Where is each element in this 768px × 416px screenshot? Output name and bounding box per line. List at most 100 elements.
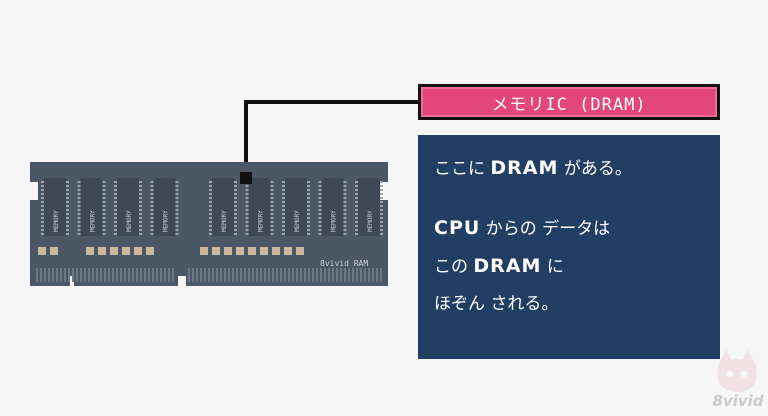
chip-pin	[355, 213, 358, 215]
info-spacer	[434, 187, 704, 209]
chip-pin	[209, 189, 212, 191]
chip-pin	[114, 225, 117, 227]
info-keyword: DRAM	[473, 255, 542, 277]
edge-pin	[244, 268, 246, 282]
chip-pin	[318, 209, 322, 211]
chip-pin	[270, 185, 274, 187]
chip-pin	[102, 185, 106, 187]
info-text: からの データは	[480, 219, 611, 239]
chip-pin	[307, 189, 310, 191]
edge-pin	[216, 268, 218, 282]
edge-pin	[52, 268, 54, 282]
edge-pin	[36, 268, 38, 282]
memory-chip	[44, 178, 66, 236]
ram-key-notch	[178, 276, 186, 286]
chip-pin	[102, 213, 106, 215]
chip-pin	[318, 205, 322, 207]
chip-pin	[66, 217, 69, 219]
chip-pin	[150, 205, 154, 207]
edge-pin	[116, 268, 118, 282]
callout-anchor-dot	[240, 172, 252, 184]
chip-pin	[41, 217, 44, 219]
smd-component	[224, 247, 232, 255]
chip-pin	[150, 233, 154, 235]
smd-component	[248, 247, 256, 255]
chip-pin	[139, 209, 142, 211]
chip-pin	[245, 225, 249, 227]
chip-pin	[66, 185, 69, 187]
chip-pin	[307, 185, 310, 187]
chip-pin	[318, 217, 322, 219]
info-keyword: CPU	[434, 217, 481, 239]
edge-pin	[44, 268, 46, 282]
info-text: に	[541, 257, 564, 277]
chip-pin	[355, 233, 358, 235]
chip-pin	[175, 225, 179, 227]
chip-pin	[355, 201, 358, 203]
edge-pin	[196, 268, 198, 282]
edge-pin	[320, 268, 322, 282]
chip-pin	[66, 205, 69, 207]
chip-pin	[343, 185, 347, 187]
edge-pin	[332, 268, 334, 282]
chip-pin	[139, 193, 142, 195]
edge-pin	[108, 268, 110, 282]
chip-pin	[175, 229, 179, 231]
chip-pin	[245, 233, 249, 235]
chip-pin	[282, 229, 285, 231]
chip-pin	[77, 201, 81, 203]
chip-pin	[77, 193, 81, 195]
chip-pin	[209, 209, 212, 211]
chip-pin	[380, 197, 383, 199]
info-line-2: CPU からの データは	[434, 209, 704, 247]
edge-pin	[76, 268, 78, 282]
chip-pin	[282, 225, 285, 227]
chip-pin	[41, 209, 44, 211]
chip-pin	[380, 189, 383, 191]
chip-pin	[380, 225, 383, 227]
chip-pin	[270, 221, 274, 223]
memory-chip-label: MEMORY	[221, 210, 228, 232]
edge-pin	[136, 268, 138, 282]
chip-pin	[66, 181, 69, 183]
edge-pin	[228, 268, 230, 282]
chip-pin	[245, 221, 249, 223]
memory-chip	[248, 178, 271, 236]
ram-pins	[36, 268, 382, 282]
chip-pin	[150, 201, 154, 203]
chip-pin	[209, 229, 212, 231]
chip-pin	[41, 221, 44, 223]
edge-pin	[340, 268, 342, 282]
chip-pin	[380, 229, 383, 231]
edge-pin	[372, 268, 374, 282]
chip-pin	[270, 189, 274, 191]
edge-pin	[344, 268, 346, 282]
chip-pin	[355, 189, 358, 191]
smd-component	[236, 247, 244, 255]
chip-pin	[139, 205, 142, 207]
chip-pin	[41, 189, 44, 191]
chip-pin	[175, 189, 179, 191]
ram-notch-right	[380, 182, 388, 200]
chip-pin	[318, 181, 322, 183]
chip-pin	[343, 217, 347, 219]
chip-pin	[343, 213, 347, 215]
chip-pin	[307, 217, 310, 219]
chip-pin	[318, 225, 322, 227]
chip-pin	[150, 225, 154, 227]
chip-pin	[355, 225, 358, 227]
smd-component	[212, 247, 220, 255]
edge-pin	[364, 268, 366, 282]
edge-pin	[224, 268, 226, 282]
chip-pin	[41, 181, 44, 183]
chip-pin	[270, 213, 274, 215]
smd-component	[122, 247, 130, 255]
chip-pin	[139, 229, 142, 231]
edge-pin	[164, 268, 166, 282]
edge-pin	[172, 268, 174, 282]
chip-pin	[175, 197, 179, 199]
chip-pin	[245, 217, 249, 219]
chip-pin	[209, 185, 212, 187]
